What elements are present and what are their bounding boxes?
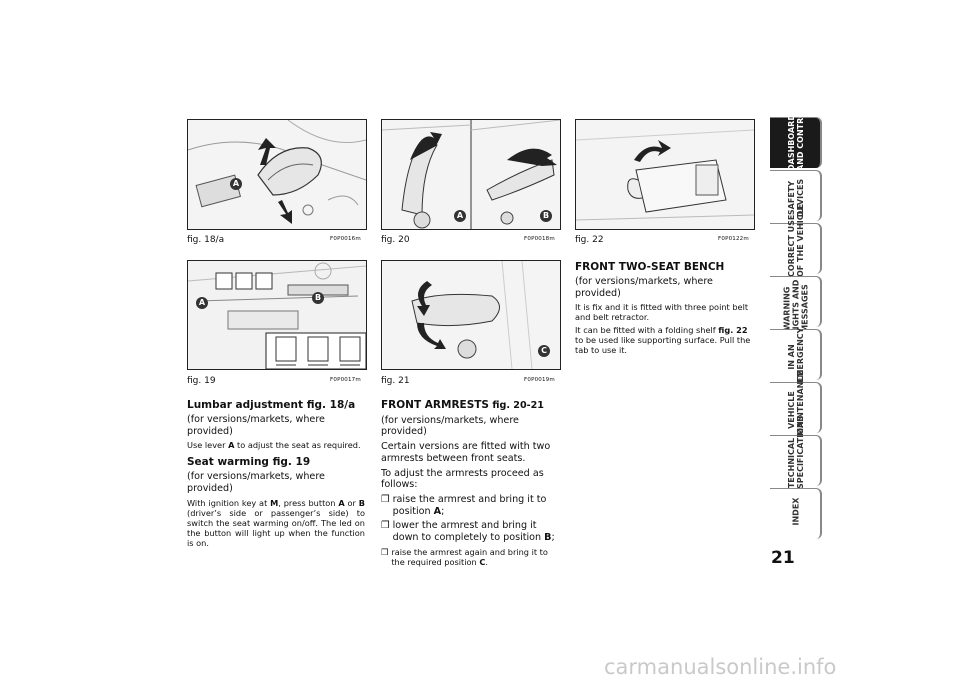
page-number: 21 bbox=[771, 548, 795, 568]
text-span: With ignition key at bbox=[187, 497, 271, 508]
seat-warming-subheading: (for versions/markets, where provided) bbox=[187, 471, 325, 495]
fig-21-caption: fig. 21 bbox=[381, 376, 410, 386]
callout-a-fig18a: A bbox=[230, 178, 242, 190]
chapter-tab-label: WARNING LIGHTS AND MESSAGES bbox=[782, 279, 810, 335]
key-label: A bbox=[228, 440, 235, 451]
seat-warming-buttons-illustration bbox=[188, 261, 366, 369]
fig-18a-code: F0P0016m bbox=[330, 236, 361, 242]
fig-19-caption: fig. 19 bbox=[187, 376, 216, 386]
figure-18a: A bbox=[187, 119, 367, 230]
fig-22-caption: fig. 22 bbox=[575, 235, 604, 245]
text-span: ; bbox=[551, 532, 555, 544]
armrest-raise-illustration bbox=[382, 120, 560, 229]
chapter-tab-label: DASHBOARD AND CONTROLS bbox=[787, 100, 805, 171]
key-label: C bbox=[479, 556, 486, 567]
bench-paragraph-2: It can be fitted with a folding shelf fi… bbox=[575, 325, 753, 355]
bullet-item-2: ❒lower the armrest and bring it down to … bbox=[381, 520, 559, 543]
bullet-item-3: ❒raise the armrest again and bring it to… bbox=[381, 547, 559, 567]
fig-20-code: F0P0018m bbox=[524, 236, 555, 242]
heading-fig: fig. 20-21 bbox=[489, 400, 544, 411]
text-span: ; bbox=[441, 505, 445, 517]
folding-shelf-illustration bbox=[576, 129, 754, 221]
figure-20: A B bbox=[381, 119, 561, 230]
bullet-text: raise the armrest again and bring it to … bbox=[391, 547, 559, 567]
chapter-tab-3[interactable]: CORRECT USE OF THE VEHICLE bbox=[770, 203, 822, 277]
text-span: , press button bbox=[278, 497, 339, 508]
callout-a-fig19: A bbox=[196, 297, 208, 309]
bullet-text: raise the armrest and bring it to positi… bbox=[393, 494, 559, 517]
bullet-text: lower the armrest and bring it down to c… bbox=[393, 520, 559, 543]
chapter-tab-label: TECHNICAL SPECIFICATIONS bbox=[787, 415, 805, 489]
key-label: M bbox=[270, 497, 279, 508]
text-span: lower the armrest and bring it down to c… bbox=[392, 520, 545, 544]
bench-heading: FRONT TWO-SEAT BENCH bbox=[575, 261, 725, 273]
armrests-paragraph-1: Certain versions are fitted with two arm… bbox=[381, 441, 551, 464]
chapter-tab-2[interactable]: SAFETY DEVICES bbox=[770, 170, 822, 221]
bullet-item-1: ❒raise the armrest and bring it to posit… bbox=[381, 494, 559, 517]
fig-21-code: F0P0019m bbox=[524, 377, 555, 383]
figure-22 bbox=[575, 119, 755, 230]
figure-21: C bbox=[381, 260, 561, 370]
callout-a-fig20: A bbox=[454, 210, 466, 222]
lumbar-subheading: (for versions/markets, where provided) bbox=[187, 414, 325, 437]
chapter-tab-4[interactable]: WARNING LIGHTS AND MESSAGES bbox=[770, 276, 822, 335]
fig-22-code: F0P0122m bbox=[718, 236, 749, 242]
text-span: Use lever bbox=[187, 440, 229, 451]
checkbox-bullet-icon: ❒ bbox=[381, 546, 389, 557]
text-span: raise the armrest again and bring it to … bbox=[391, 546, 548, 567]
key-label: A bbox=[338, 497, 345, 508]
heading-bold: FRONT ARMRESTS bbox=[381, 399, 489, 411]
chapter-tab-label: INDEX bbox=[791, 497, 801, 526]
armrests-heading: FRONT ARMRESTS fig. 20-21 bbox=[381, 399, 559, 412]
chapter-tab-6[interactable]: VEHICLE MAINTENANCE bbox=[770, 370, 822, 436]
chapter-tab-7[interactable]: TECHNICAL SPECIFICATIONS bbox=[770, 415, 822, 489]
key-label: B bbox=[544, 532, 552, 544]
checkbox-bullet-icon: ❒ bbox=[381, 493, 390, 505]
fig-19-code: F0P0017m bbox=[330, 377, 361, 383]
bench-subheading: (for versions/markets, where provided) bbox=[575, 276, 713, 299]
text-span: . bbox=[485, 556, 488, 567]
armrest-position-illustration bbox=[411, 261, 533, 369]
lumbar-paragraph: Use lever A to adjust the seat as requir… bbox=[187, 440, 365, 450]
lumbar-lever-illustration bbox=[188, 120, 366, 224]
text-span: to be used like supporting surface. Pull… bbox=[575, 335, 751, 356]
text-span: raise the armrest and bring it to positi… bbox=[392, 493, 547, 517]
chapter-tab-1[interactable]: DASHBOARD AND CONTROLS bbox=[770, 100, 822, 171]
fig-18a-caption: fig. 18/a bbox=[187, 235, 225, 245]
column-middle: FRONT ARMRESTS fig. 20-21 (for versions/… bbox=[381, 399, 559, 570]
figure-19: A B bbox=[187, 260, 367, 370]
column-left: Lumbar adjustment fig. 18/a (for version… bbox=[187, 399, 365, 551]
chapter-tab-5[interactable]: IN AN EMERGENCY bbox=[770, 328, 822, 383]
text-span: It can be fitted with a folding shelf bbox=[575, 325, 719, 336]
fig-20-caption: fig. 20 bbox=[381, 235, 410, 245]
bench-paragraph-1: It is fix and it is fitted with three po… bbox=[575, 302, 749, 323]
armrests-subheading: (for versions/markets, where provided) bbox=[381, 414, 519, 438]
text-span: (driver’s side or passenger’s side) to s… bbox=[187, 507, 365, 548]
chapter-tab-8[interactable]: INDEX bbox=[770, 488, 822, 539]
text-span: to adjust the seat as required. bbox=[234, 440, 361, 451]
lumbar-heading: Lumbar adjustment fig. 18/a bbox=[187, 399, 356, 411]
seat-warming-heading: Seat warming fig. 19 bbox=[187, 456, 311, 469]
key-label: B bbox=[358, 497, 365, 508]
chapter-tab-label: CORRECT USE OF THE VEHICLE bbox=[787, 203, 805, 277]
seat-warming-paragraph: With ignition key at M, press button A o… bbox=[187, 498, 365, 548]
key-label: A bbox=[433, 505, 442, 517]
armrests-paragraph-2: To adjust the armrests proceed as follow… bbox=[381, 467, 544, 491]
callout-c-fig21: C bbox=[538, 345, 550, 357]
callout-b-fig20: B bbox=[540, 210, 552, 222]
checkbox-bullet-icon: ❒ bbox=[381, 520, 390, 532]
callout-b-fig19: B bbox=[312, 292, 324, 304]
watermark-text: carmanualsonline.info bbox=[604, 655, 837, 679]
text-span: or bbox=[344, 497, 359, 508]
fig-reference: fig. 22 bbox=[718, 325, 748, 336]
column-right: FRONT TWO-SEAT BENCH (for versions/marke… bbox=[575, 261, 753, 358]
